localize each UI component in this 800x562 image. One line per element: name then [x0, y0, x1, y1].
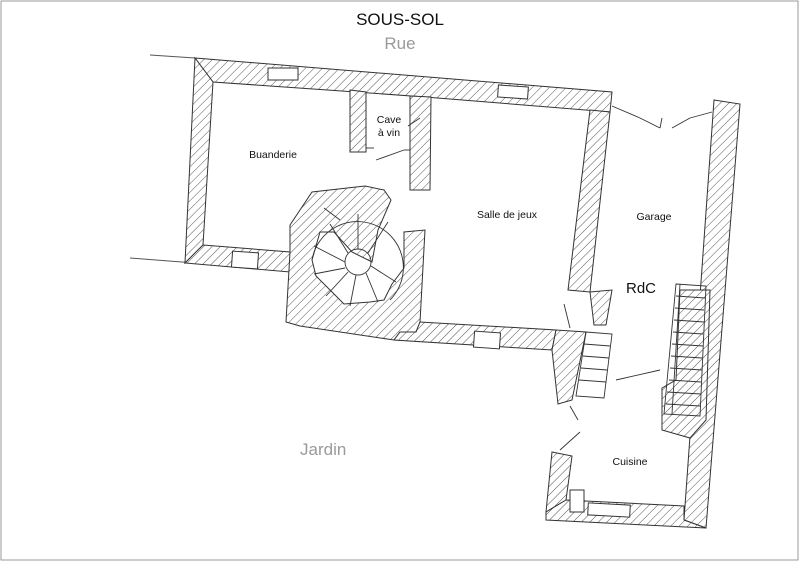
- stairs-garage: [663, 283, 707, 417]
- window-buanderie-south: [230, 250, 260, 270]
- stair-enclosure: [285, 185, 426, 341]
- cave-partition-left: [349, 89, 367, 153]
- room-salle-de-jeux: Salle de jeux: [476, 209, 538, 221]
- boundary-line-left: [129, 257, 196, 264]
- room-buanderie: Buanderie: [249, 149, 297, 161]
- level-label-rdc: RdC: [626, 280, 657, 297]
- street-label: Rue: [384, 34, 416, 53]
- north-wall: [193, 57, 613, 113]
- boundary-line-top: [149, 54, 196, 59]
- window-cuisine-west: [569, 489, 585, 513]
- window-salle-south: [472, 330, 502, 350]
- garage-partition: [589, 289, 613, 326]
- west-wall: [184, 56, 214, 265]
- windows: [230, 67, 631, 518]
- window-buanderie-north: [267, 67, 299, 81]
- room-cave-line1: Cave: [376, 114, 402, 126]
- plan-title: SOUS-SOL: [356, 10, 444, 29]
- room-cave-a-vin: Cave à vin: [366, 114, 412, 140]
- window-salle-north: [497, 84, 529, 100]
- stair-partition-west: [551, 329, 587, 405]
- room-cuisine: Cuisine: [612, 456, 648, 468]
- window-cuisine-south: [587, 502, 631, 518]
- stair-wall-right: [661, 289, 711, 439]
- spiral-staircase: [311, 207, 404, 307]
- garden-label: Jardin: [300, 440, 347, 459]
- room-garage: Garage: [636, 211, 672, 223]
- walls: [183, 56, 741, 529]
- stairs-salle: [575, 331, 613, 399]
- cave-partition-right: [409, 95, 432, 191]
- room-cave-line2: à vin: [377, 127, 401, 139]
- doors: [366, 105, 713, 451]
- salle-east-wall: [567, 109, 611, 293]
